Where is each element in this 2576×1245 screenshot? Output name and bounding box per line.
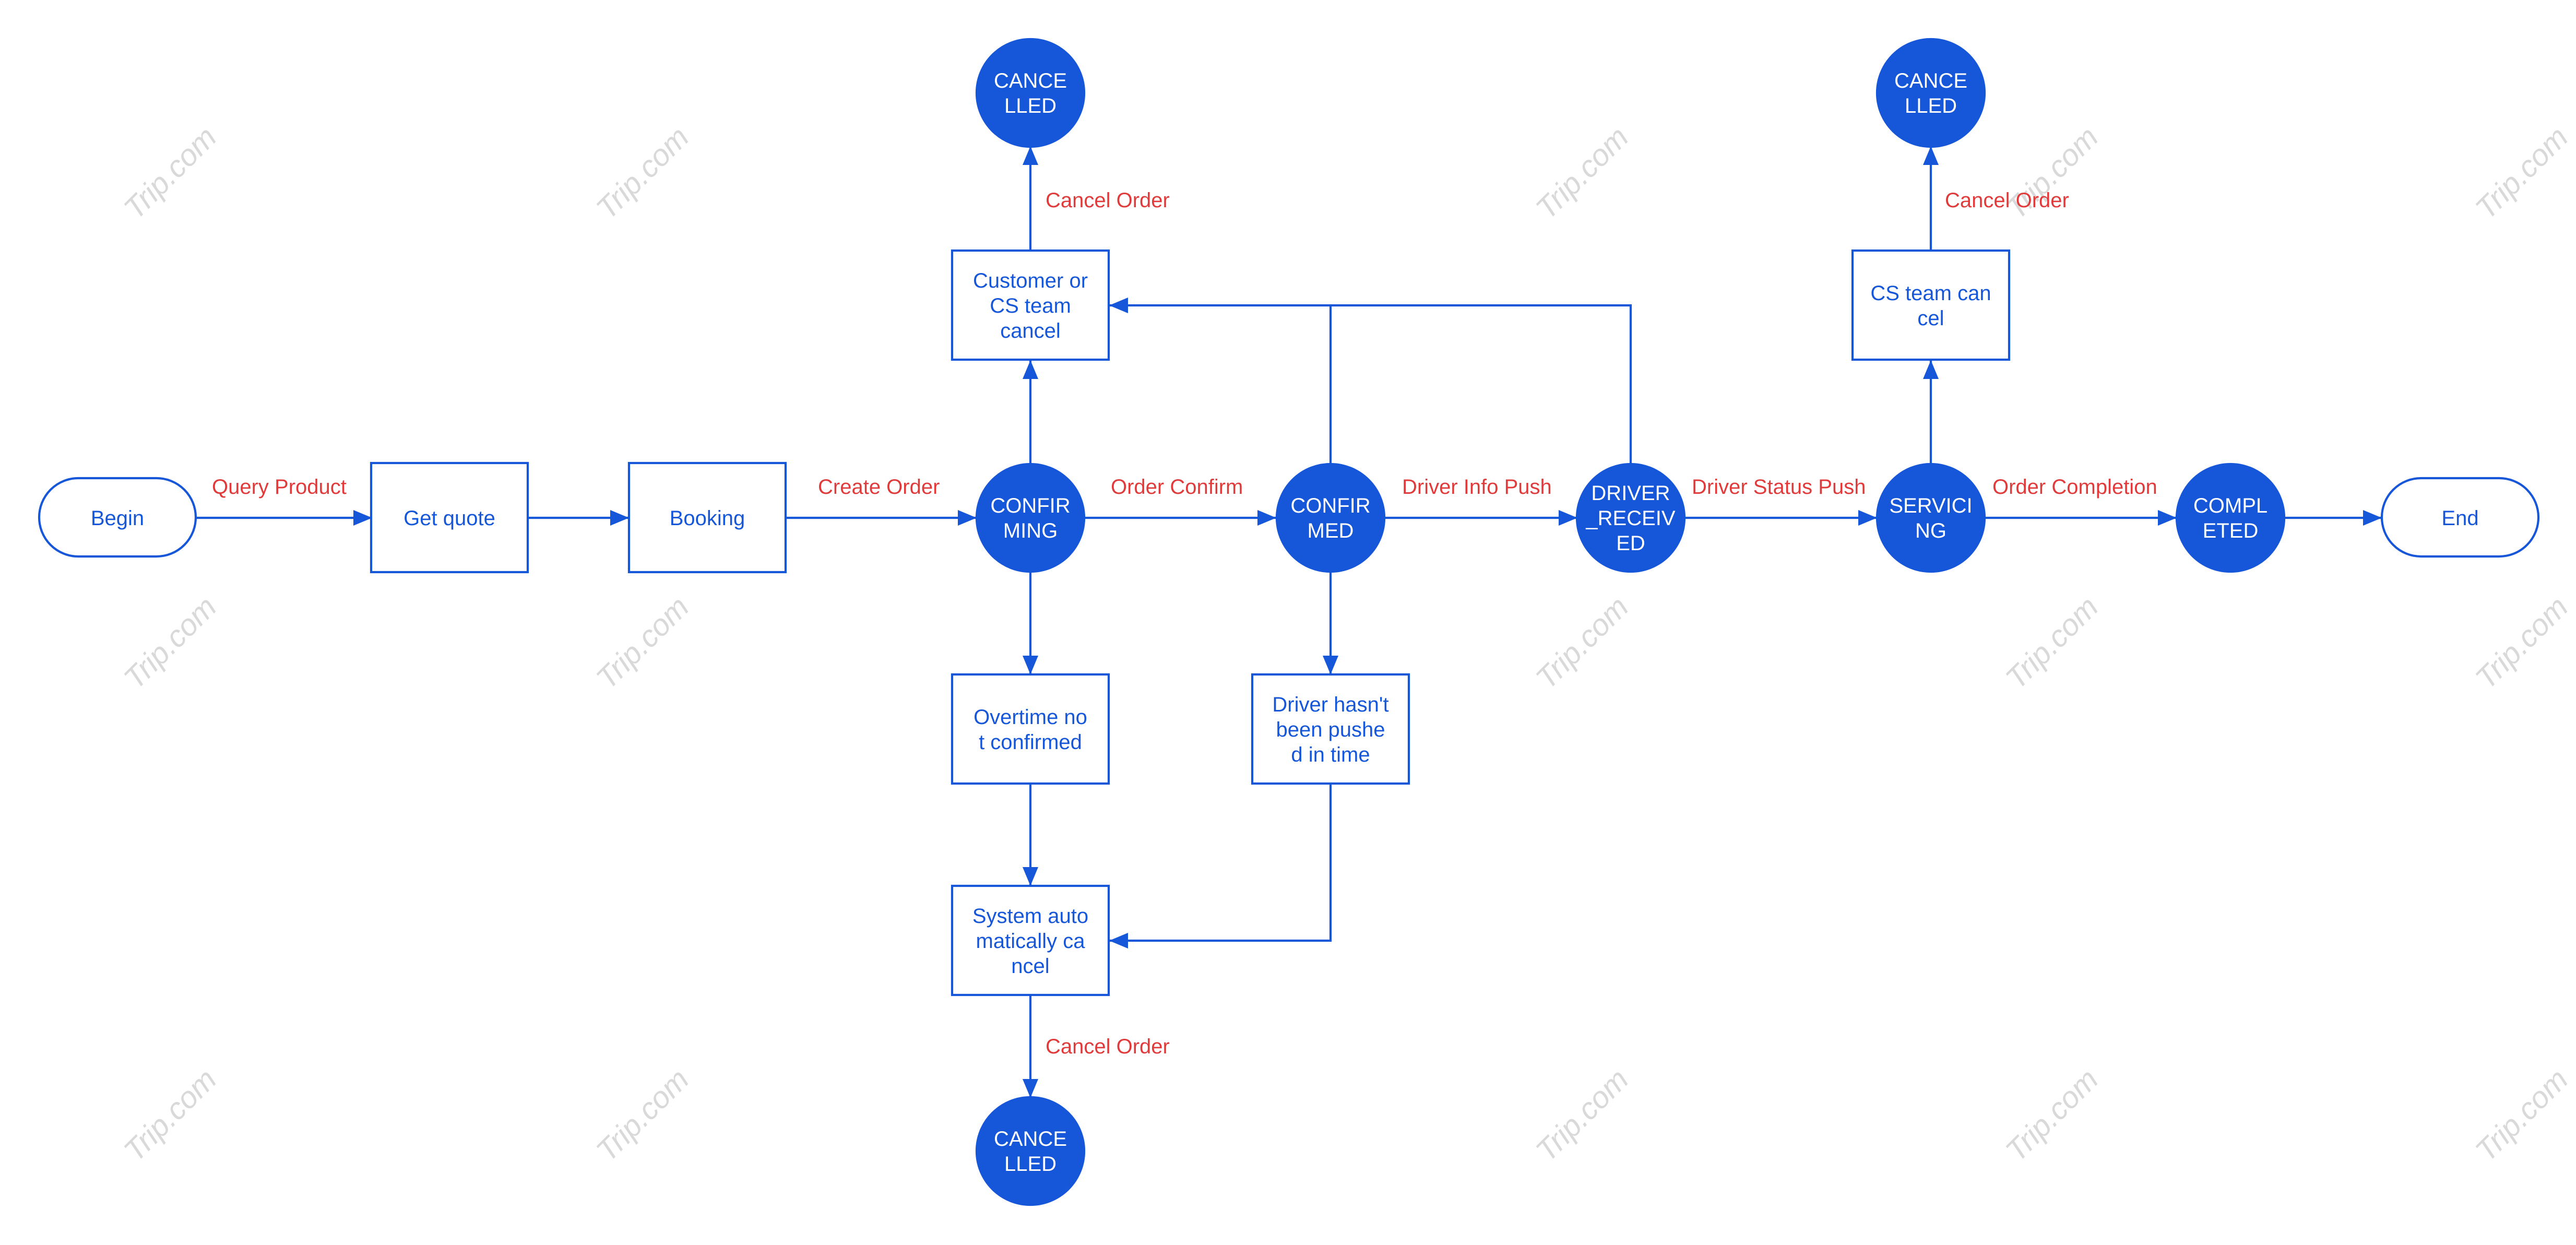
- watermark-text: Trip.com: [117, 120, 223, 226]
- node-booking-label: Booking: [670, 507, 745, 530]
- edge-label-driver-info-push: Driver Info Push: [1402, 476, 1552, 499]
- watermark-text: Trip.com: [2469, 120, 2574, 226]
- edges: [196, 146, 2382, 1098]
- edge-label-create-order: Create Order: [818, 476, 940, 499]
- node-get-quote-label: Get quote: [403, 507, 495, 530]
- node-booking[interactable]: Booking: [627, 461, 787, 574]
- edge-label-query-product: Query Product: [212, 476, 347, 499]
- node-end-label: End: [2441, 507, 2478, 530]
- node-begin-label: Begin: [91, 507, 144, 530]
- watermark-text: Trip.com: [1529, 590, 1635, 695]
- edge-confirmed-to-customer-cancel: [1109, 298, 1332, 464]
- watermark-text: Trip.com: [1529, 120, 1635, 226]
- node-get-quote[interactable]: Get quote: [370, 461, 529, 574]
- watermark-text: Trip.com: [117, 1062, 223, 1168]
- edge-label-cancel-order-top-right: Cancel Order: [1945, 189, 2069, 212]
- watermark-text: Trip.com: [590, 1062, 695, 1168]
- watermark-text: Trip.com: [1999, 590, 2105, 695]
- node-end[interactable]: End: [2380, 477, 2540, 558]
- edge-driver-received-to-customer-cancel: [1331, 304, 1632, 464]
- watermark-layer: Trip.comTrip.comTrip.comTrip.comTrip.com…: [117, 120, 2574, 1168]
- edge-label-order-completion: Order Completion: [1992, 476, 2157, 499]
- watermark-text: Trip.com: [590, 120, 695, 226]
- edge-label-cancel-order-top-left: Cancel Order: [1046, 189, 1170, 212]
- watermark-text: Trip.com: [590, 590, 695, 695]
- edge-label-cancel-order-bottom: Cancel Order: [1046, 1035, 1170, 1058]
- edge-driver-not-pushed-to-system-cancel: [1109, 784, 1332, 948]
- edge-labels: Query Product Create Order Order Confirm…: [212, 189, 2157, 1058]
- watermark-text: Trip.com: [2469, 1062, 2574, 1168]
- edge-label-driver-status-push: Driver Status Push: [1692, 476, 1866, 499]
- watermark-text: Trip.com: [117, 590, 223, 695]
- watermark-text: Trip.com: [2469, 590, 2574, 695]
- watermark-text: Trip.com: [1529, 1062, 1635, 1168]
- node-begin[interactable]: Begin: [38, 477, 197, 558]
- watermark-text: Trip.com: [1999, 1062, 2105, 1168]
- edge-label-order-confirm: Order Confirm: [1111, 476, 1243, 499]
